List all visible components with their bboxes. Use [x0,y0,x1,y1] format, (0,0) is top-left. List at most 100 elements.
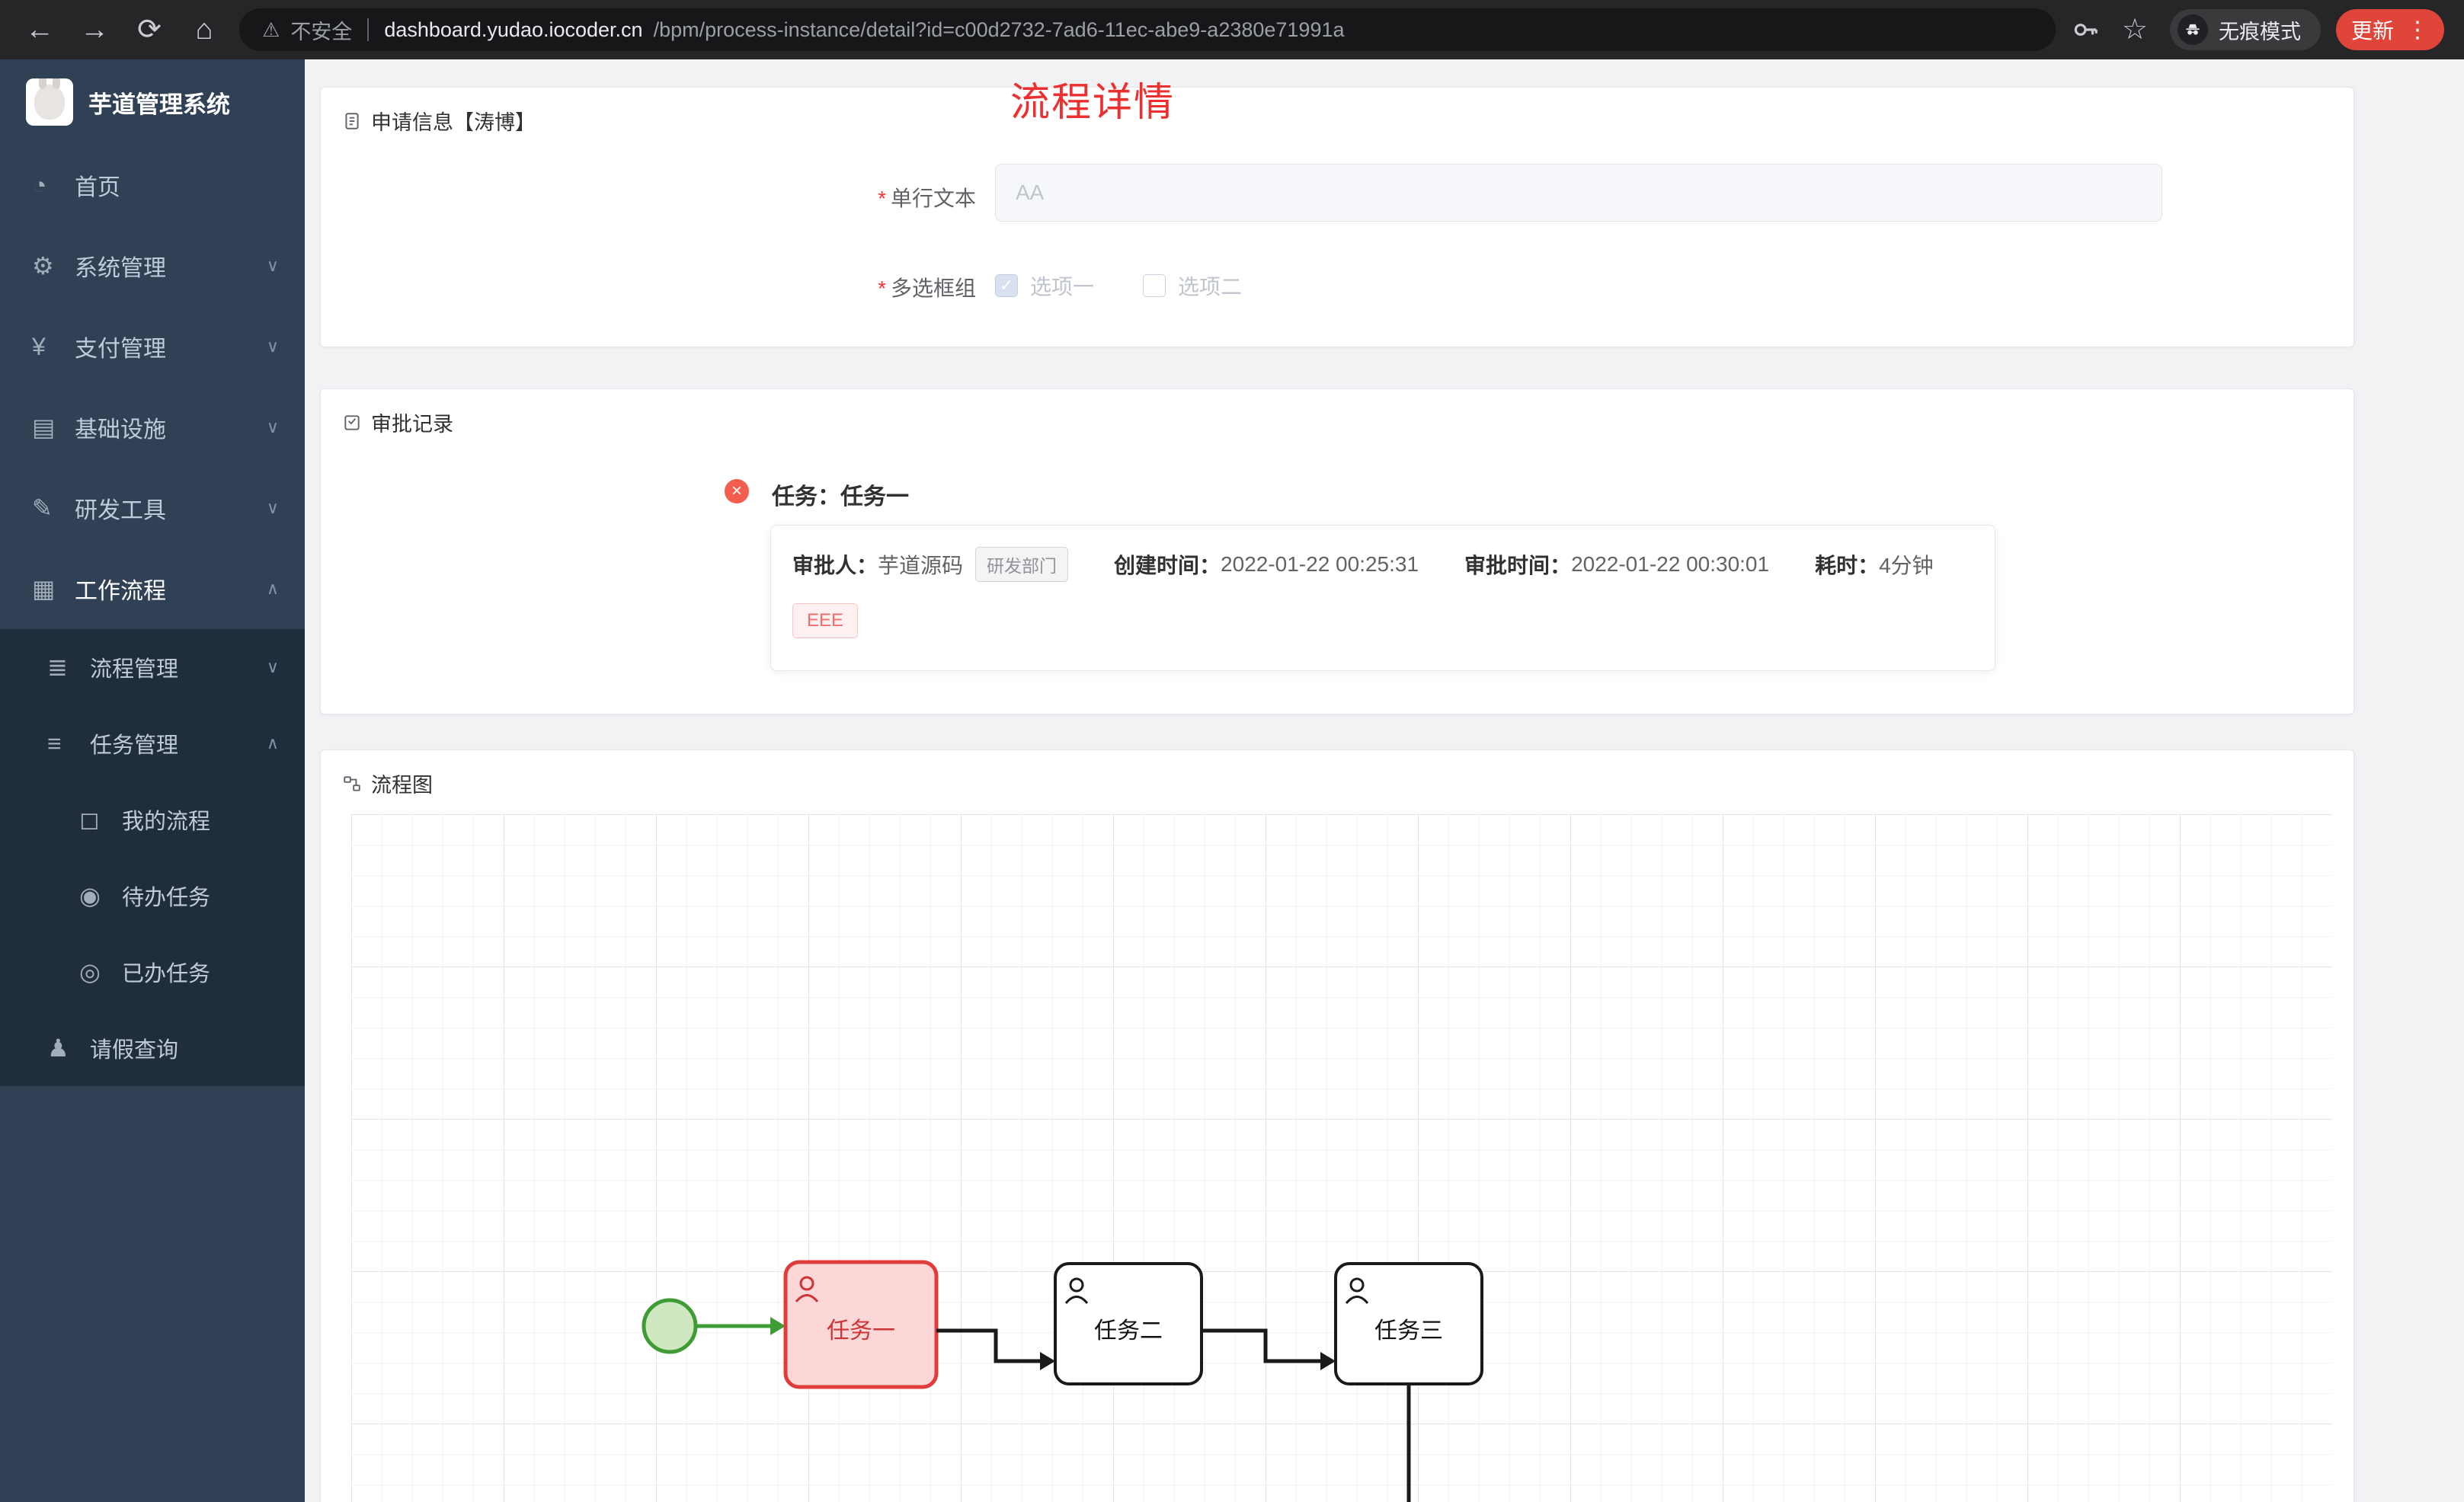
required-mark: * [878,187,886,210]
incognito-label: 无痕模式 [2218,20,2301,43]
bpmn-task-1[interactable] [783,1260,939,1389]
sidebar-item-done-tasks[interactable]: ◎ 已办任务 [0,934,305,1010]
document-icon [342,111,362,131]
department-tag: 研发部门 [975,547,1069,582]
update-button[interactable]: 更新 ⋮ [2335,9,2444,50]
security-label: 不安全 [290,20,353,43]
chevron-down-icon: ∨ [266,498,279,517]
approval-record-header: 审批记录 [321,389,2354,455]
apply-info-header: 申请信息【涛博】 [321,88,2354,154]
bpmn-arrowhead [1320,1352,1336,1370]
key-icon[interactable] [2071,15,2100,44]
incognito-badge: 无痕模式 [2169,9,2321,50]
checkbox-group: ✓ 选项一 选项二 [995,270,1242,301]
sidebar-item-payment[interactable]: ¥ 支付管理 ∨ [0,306,305,387]
text-field-label: *单行文本 [747,182,976,213]
field-label-text: 多选框组 [890,276,976,300]
sidebar-item-task-management[interactable]: ≡ 任务管理 ∧ [0,705,305,781]
bpmn-flow-task2-task3 [1202,1328,1323,1363]
security-warning-icon: ⚠ [262,18,280,41]
bpmn-task-3-label: 任务三 [1374,1318,1443,1344]
update-label: 更新 [2350,19,2394,43]
bpmn-canvas[interactable]: 任务一 任务二 任务三 [351,814,2332,1502]
page-title: 流程详情 [1010,81,1176,125]
app-logo [26,78,73,126]
task-title: 任务：任务一 [772,484,909,510]
tool-icon: ✎ [32,494,53,522]
gear-icon: ⚙ [32,252,54,280]
sidebar-item-label: 待办任务 [122,886,211,910]
bpmn-arrowhead [1040,1352,1055,1370]
grid-icon: ▤ [32,414,56,441]
chevron-down-icon: ∨ [266,417,279,436]
single-line-text-input[interactable] [995,164,2162,222]
sidebar-item-system[interactable]: ⚙ 系统管理 ∨ [0,225,305,306]
user-task-icon [1349,1277,1365,1293]
app-logo-row[interactable]: 芋道管理系统 [0,59,305,145]
process-diagram-header: 流程图 [321,750,2354,817]
sidebar-item-label: 首页 [75,175,120,200]
bookmark-star-icon[interactable]: ☆ [2121,14,2149,46]
process-diagram-card: 流程图 任务一 [320,749,2354,1502]
yen-icon: ¥ [32,332,46,360]
url-path: /bpm/process-instance/detail?id=c00d2732… [653,18,1345,41]
approval-comment-tag: EEE [792,603,859,638]
reload-icon[interactable]: ⟳ [137,14,162,46]
browser-menu-icon[interactable]: ⋮ [2406,17,2429,43]
checkbox-checked-icon: ✓ [995,274,1018,297]
checkbox-label: 选项一 [1030,275,1095,299]
chevron-up-icon: ∧ [266,733,279,753]
forward-icon[interactable]: → [80,14,109,46]
incognito-icon [2177,14,2208,45]
back-icon[interactable]: ← [25,14,54,46]
sidebar-item-devtools[interactable]: ✎ 研发工具 ∨ [0,468,305,548]
sidebar-item-label: 请假查询 [90,1038,179,1063]
user-task-icon [795,1294,819,1302]
sidebar-item-todo-tasks[interactable]: ◉ 待办任务 [0,858,305,934]
sidebar-item-process-management[interactable]: ≣ 流程管理 ∨ [0,629,305,705]
sidebar-item-label: 任务管理 [90,733,179,758]
sidebar-item-infrastructure[interactable]: ▤ 基础设施 ∨ [0,387,305,468]
list-icon: ≣ [47,654,68,681]
timeline-rejected-icon: × [725,479,749,503]
bpmn-start-event[interactable] [642,1298,698,1354]
apply-info-title: 申请信息【涛博】 [371,111,536,134]
address-bar[interactable]: ⚠ 不安全 dashboard.yudao.iocoder.cn/bpm/pro… [239,8,2056,51]
chevron-down-icon: ∨ [266,337,279,356]
user-task-icon [1064,1296,1089,1304]
sidebar-item-label: 研发工具 [75,498,166,523]
bpmn-flow-task1-task2 [936,1328,1043,1363]
sidebar-item-my-process[interactable]: ◻ 我的流程 [0,781,305,858]
duration-value: 4分钟 [1879,554,1934,577]
workflow-submenu: ≣ 流程管理 ∨ ≡ 任务管理 ∧ ◻ 我的流程 ◉ 待办任务 ◎ 已办任务 [0,629,305,1086]
tasks-icon: ≡ [47,729,62,757]
sidebar-item-label: 我的流程 [122,810,211,834]
approver-label: 审批人： [792,554,878,577]
created-time-value: 2022-01-22 00:25:31 [1221,552,1419,576]
approval-detail-row: 审批人： 芋道源码 研发部门 创建时间： 2022-01-22 00:25:31… [792,547,1934,582]
bpmn-arrowhead [770,1317,786,1335]
checkbox-unchecked-icon [1143,274,1166,297]
process-diagram-title: 流程图 [371,774,433,797]
sidebar-item-label: 工作流程 [75,579,166,604]
sidebar-item-label: 系统管理 [75,256,166,281]
chevron-down-icon: ∨ [266,256,279,275]
sidebar-item-label: 基础设施 [75,417,166,443]
required-mark: * [878,276,886,300]
apply-info-card: 申请信息【涛博】 *单行文本 *多选框组 ✓ 选项一 选项二 [320,87,2354,347]
person-icon: ♟ [47,1034,69,1062]
record-icon [342,413,362,433]
sidebar-item-leave-query[interactable]: ♟ 请假查询 [0,1010,305,1086]
user-task-icon [1345,1296,1369,1304]
checkbox-option-1[interactable]: ✓ 选项一 [995,270,1094,301]
checkbox-option-2[interactable]: 选项二 [1143,270,1242,301]
sidebar-item-workflow[interactable]: ▦ 工作流程 ∧ [0,548,305,629]
sidebar-item-label: 支付管理 [75,337,166,362]
sidebar-item-home[interactable]: ◔ 首页 [0,145,305,225]
field-label-text: 单行文本 [890,187,976,210]
bpmn-task-2[interactable] [1054,1262,1203,1385]
duration-label: 耗时： [1815,554,1880,577]
home-icon[interactable]: ⌂ [195,14,213,46]
approved-time-value: 2022-01-22 00:30:01 [1571,552,1770,576]
